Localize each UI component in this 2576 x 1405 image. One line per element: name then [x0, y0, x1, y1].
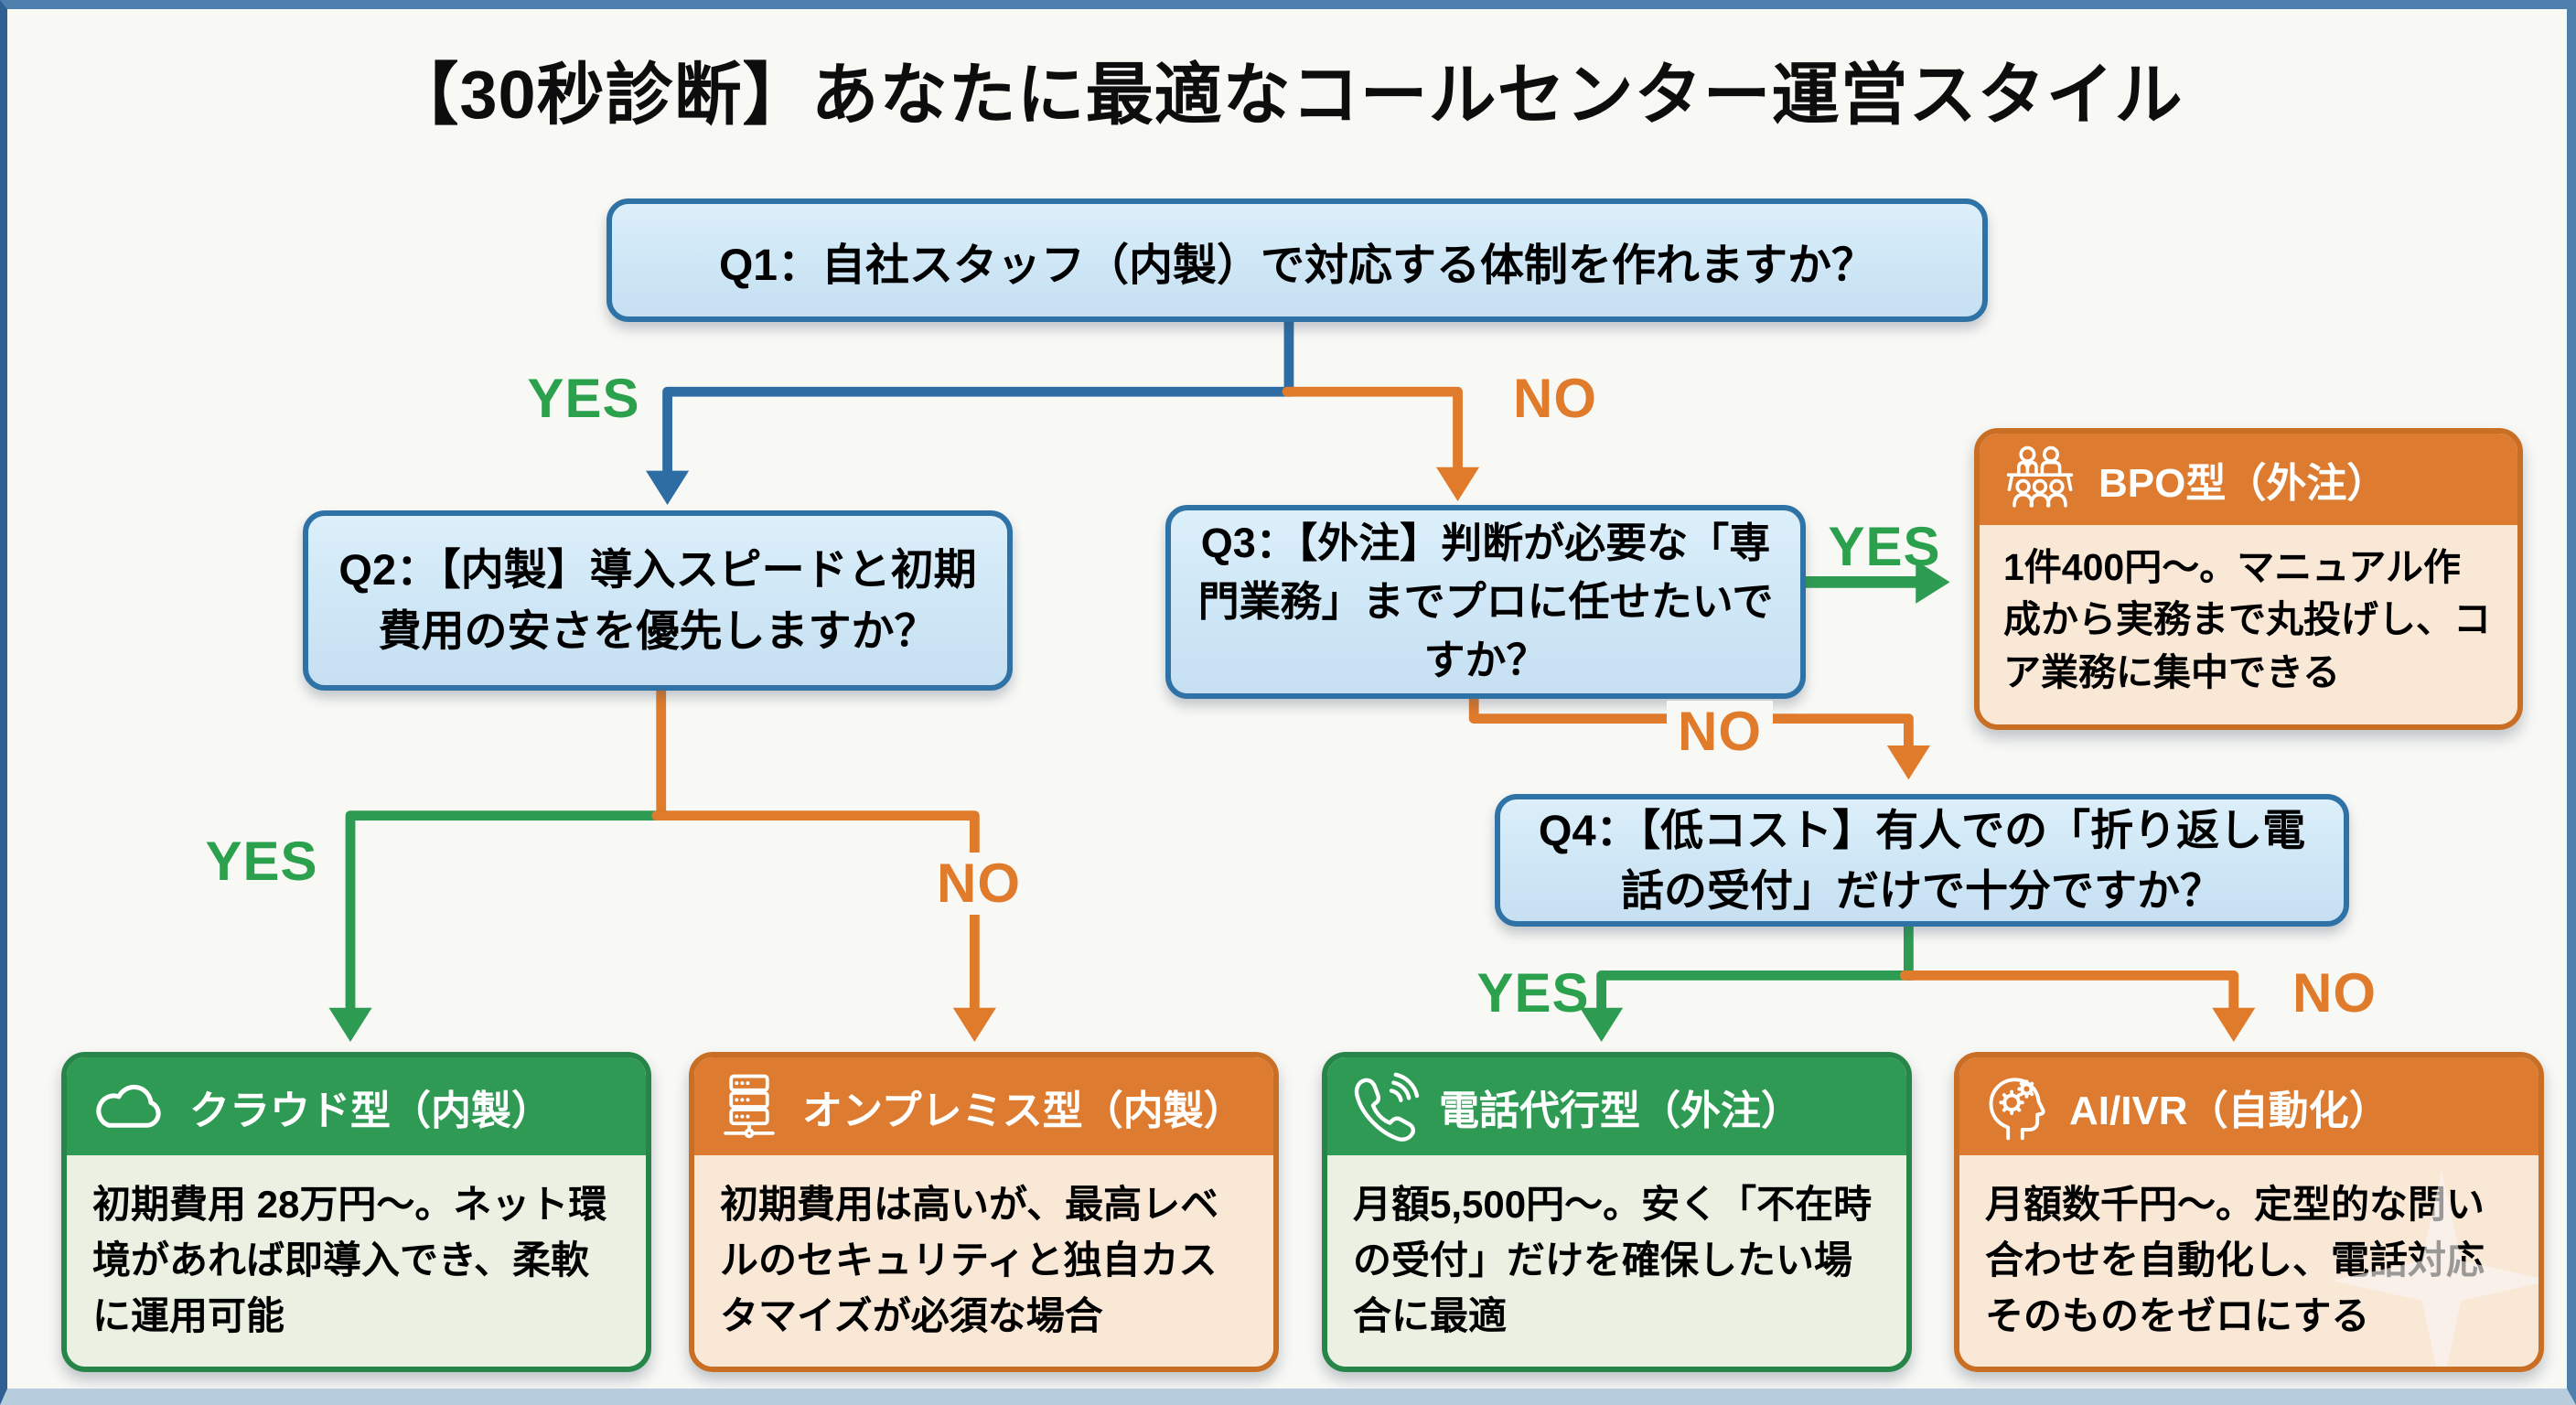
q2-yes-arrowhead	[328, 1007, 372, 1043]
result-bpo-body: 1件400円～。マニュアル作成から実務まで丸投げし、コア業務に集中できる	[1980, 525, 2517, 724]
label-q3-yes: YES	[1828, 516, 1941, 577]
result-ai-title: AI/IVR（自動化）	[2069, 1088, 2389, 1133]
question-box-q1: Q1：自社スタッフ（内製）で対応する体制を作れますか？	[606, 198, 1988, 322]
label-q1-no: NO	[1513, 368, 1597, 429]
result-onprem-header: オンプレミス型（内製）	[694, 1057, 1273, 1155]
result-cloud-box: クラウド型（内製） 初期費用 28万円～。ネット環境があれば即導入でき、柔軟に運…	[61, 1052, 651, 1372]
result-tel-body: 月額5,500円～。安く「不在時の受付」だけを確保したい場合に最適	[1327, 1155, 1906, 1367]
phone-icon	[1354, 1072, 1420, 1142]
q4-yes-line	[1596, 970, 1917, 1019]
label-q1-yes: YES	[527, 368, 640, 429]
result-cloud-header: クラウド型（内製）	[67, 1057, 646, 1155]
q1-yes-line	[662, 386, 1298, 481]
result-onprem-box: オンプレミス型（内製） 初期費用は高いが、最高レベルのセキュリティと独自カスタマ…	[689, 1052, 1279, 1372]
question-box-q3: Q3：【外注】判断が必要な「専門業務」までプロに任せたいですか？	[1165, 505, 1806, 699]
q3-no-arrowhead	[1886, 745, 1930, 780]
q4-no-line	[1900, 970, 2239, 1019]
question-box-q2: Q2：【内製】導入スピードと初期費用の安さを優先しますか？	[303, 510, 1013, 691]
result-tel-header: 電話代行型（外注）	[1327, 1057, 1906, 1155]
q1-no-arrowhead	[1435, 467, 1480, 502]
server-icon	[724, 1074, 775, 1138]
q4-no-arrowhead	[2212, 1007, 2256, 1043]
label-q4-yes: YES	[1476, 962, 1590, 1024]
result-tel-box: 電話代行型（外注） 月額5,500円～。安く「不在時の受付」だけを確保したい場合…	[1322, 1052, 1912, 1372]
label-q2-no: NO	[926, 853, 1032, 915]
result-ai-header: AI/IVR（自動化）	[1959, 1057, 2538, 1155]
question-q1-text: Q1：自社スタッフ（内製）で対応する体制を作れますか？	[718, 241, 1876, 290]
label-q2-yes: YES	[205, 831, 318, 892]
team-desk-icon	[2006, 445, 2074, 508]
q1-no-line	[1282, 386, 1463, 477]
question-box-q4: Q4：【低コスト】有人での「折り返し電話の受付」だけで十分ですか？	[1495, 794, 2349, 927]
result-cloud-title: クラウド型（内製）	[189, 1088, 552, 1133]
page-title: 【30秒診断】あなたに最適なコールセンター運営スタイル	[391, 57, 2184, 133]
cloud-icon	[96, 1084, 161, 1128]
result-bpo-box: BPO型（外注） 1件400円～。マニュアル作成から実務まで丸投げし、コア業務に…	[1974, 428, 2523, 730]
result-onprem-title: オンプレミス型（内製）	[802, 1088, 1244, 1133]
result-bpo-title: BPO型（外注）	[2098, 461, 2388, 506]
q2-no-arrowhead	[952, 1007, 996, 1043]
question-q4-text: Q4：【低コスト】有人での「折り返し電話の受付」だけで十分ですか？	[1538, 805, 2306, 915]
result-onprem-body: 初期費用は高いが、最高レベルのセキュリティと独自カスタマイズが必須な場合	[694, 1155, 1273, 1367]
q1-yes-arrowhead	[646, 470, 690, 505]
q2-yes-line	[345, 810, 671, 1019]
label-q3-no: NO	[1667, 701, 1773, 763]
label-q4-no: NO	[2292, 962, 2377, 1024]
question-q2-text: Q2：【内製】導入スピードと初期費用の安さを優先しますか？	[338, 544, 977, 655]
result-ai-box: AI/IVR（自動化） 月額数千円～。定型的な問い合わせを自動化し、電話対応その…	[1954, 1052, 2544, 1372]
ai-head-gears-icon	[1989, 1077, 2045, 1140]
result-bpo-header: BPO型（外注）	[1980, 434, 2517, 525]
result-cloud-body: 初期費用 28万円～。ネット環境があれば即導入でき、柔軟に運用可能	[67, 1155, 646, 1367]
result-tel-title: 電話代行型（外注）	[1439, 1088, 1801, 1133]
question-q3-text: Q3：【外注】判断が必要な「専門業務」までプロに任せたいですか？	[1197, 520, 1774, 683]
